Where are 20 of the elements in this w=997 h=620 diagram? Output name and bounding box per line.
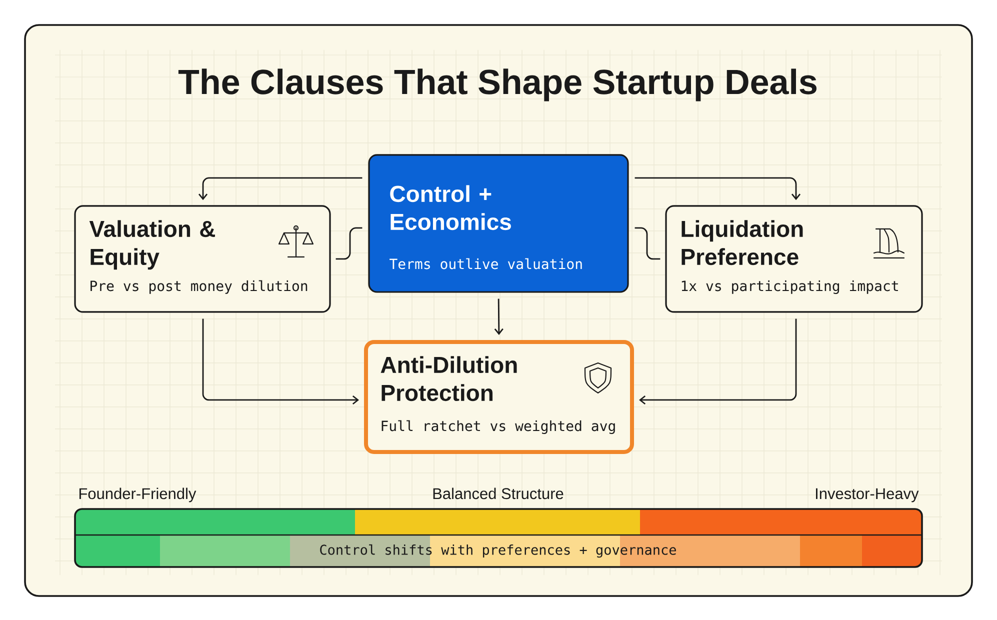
card-subtitle: Pre vs post money dilution [90, 280, 308, 294]
spectrum-bar: Control shifts with preferences + governance [74, 508, 923, 568]
card-title: Anti-Dilution Protection [380, 356, 517, 402]
card-subtitle: Terms outlive valuation [390, 258, 582, 270]
card-title: Valuation & Equity [89, 220, 216, 270]
clause-card [665, 205, 923, 313]
clause-card [74, 205, 331, 313]
card-title: Liquidation Preference [682, 220, 803, 266]
connector-arrow [639, 318, 797, 405]
card-subtitle: 1x vs participating impact [682, 280, 898, 294]
connector-arrow [202, 318, 359, 405]
scale-label: Balanced Structure [433, 488, 564, 500]
connector-arrow [634, 177, 801, 200]
clause-card [364, 340, 634, 454]
card-title: Control + Economics [390, 185, 511, 230]
connector-arrow [198, 177, 362, 200]
clause-card [368, 154, 629, 293]
card-subtitle: Full ratchet vs weighted avg [382, 420, 615, 434]
connector-arrow [494, 298, 504, 335]
title: The Clauses That Shape Startup Deals [178, 68, 816, 102]
